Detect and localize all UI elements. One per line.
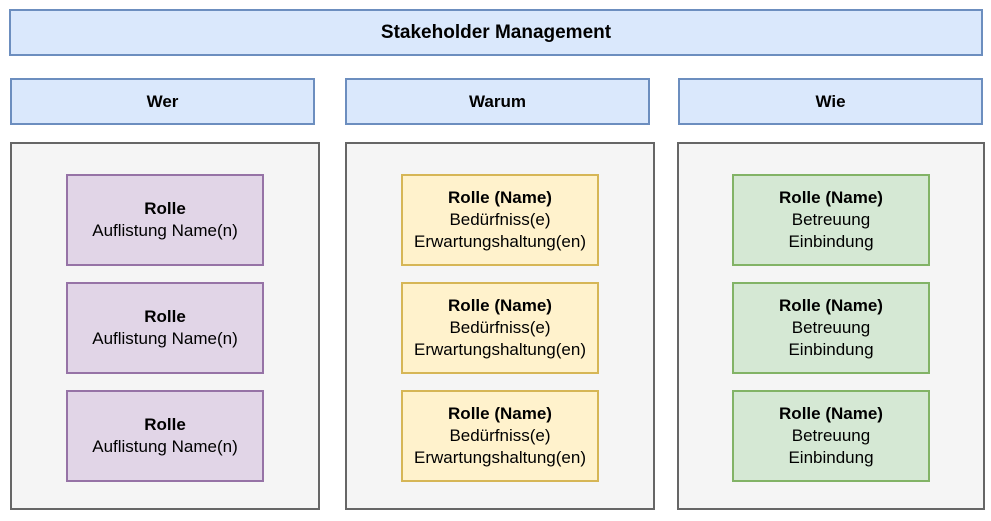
column-container-warum: Rolle (Name) Bedürfniss(e) Erwartungshal… — [345, 142, 655, 510]
role-box-title: Rolle (Name) — [448, 404, 552, 423]
role-box-line: Einbindung — [788, 448, 874, 467]
role-box-line: Bedürfniss(e) — [449, 426, 551, 445]
role-box-line: Bedürfniss(e) — [449, 210, 551, 229]
role-box-line: Auflistung Name(n) — [92, 437, 238, 456]
role-box: Rolle Auflistung Name(n) — [66, 282, 264, 374]
role-box-title: Rolle (Name) — [779, 296, 883, 315]
role-box-title: Rolle (Name) — [779, 404, 883, 423]
role-box: Rolle (Name) Bedürfniss(e) Erwartungshal… — [401, 174, 599, 266]
role-box: Rolle Auflistung Name(n) — [66, 390, 264, 482]
role-box-title: Rolle — [144, 415, 186, 434]
role-box: Rolle (Name) Betreuung Einbindung — [732, 282, 930, 374]
role-box-line: Einbindung — [788, 340, 874, 359]
role-box-line: Betreuung — [791, 318, 871, 337]
role-box: Rolle Auflistung Name(n) — [66, 174, 264, 266]
diagram-title: Stakeholder Management — [9, 9, 983, 56]
role-box-line: Erwartungshaltung(en) — [414, 340, 586, 359]
role-box: Rolle (Name) Betreuung Einbindung — [732, 174, 930, 266]
role-box-line: Betreuung — [791, 210, 871, 229]
role-box-line: Einbindung — [788, 232, 874, 251]
column-header-wie: Wie — [678, 78, 983, 125]
role-box-line: Erwartungshaltung(en) — [414, 232, 586, 251]
role-box-line: Auflistung Name(n) — [92, 329, 238, 348]
role-box-title: Rolle — [144, 199, 186, 218]
role-box: Rolle (Name) Bedürfniss(e) Erwartungshal… — [401, 390, 599, 482]
column-container-wie: Rolle (Name) Betreuung Einbindung Rolle … — [677, 142, 985, 510]
role-box-line: Erwartungshaltung(en) — [414, 448, 586, 467]
role-box: Rolle (Name) Betreuung Einbindung — [732, 390, 930, 482]
role-box: Rolle (Name) Bedürfniss(e) Erwartungshal… — [401, 282, 599, 374]
role-box-title: Rolle (Name) — [779, 188, 883, 207]
column-header-warum: Warum — [345, 78, 650, 125]
role-box-title: Rolle (Name) — [448, 296, 552, 315]
role-box-line: Betreuung — [791, 426, 871, 445]
role-box-line: Auflistung Name(n) — [92, 221, 238, 240]
role-box-title: Rolle (Name) — [448, 188, 552, 207]
role-box-line: Bedürfniss(e) — [449, 318, 551, 337]
role-box-title: Rolle — [144, 307, 186, 326]
column-container-wer: Rolle Auflistung Name(n) Rolle Auflistun… — [10, 142, 320, 510]
column-header-wer: Wer — [10, 78, 315, 125]
